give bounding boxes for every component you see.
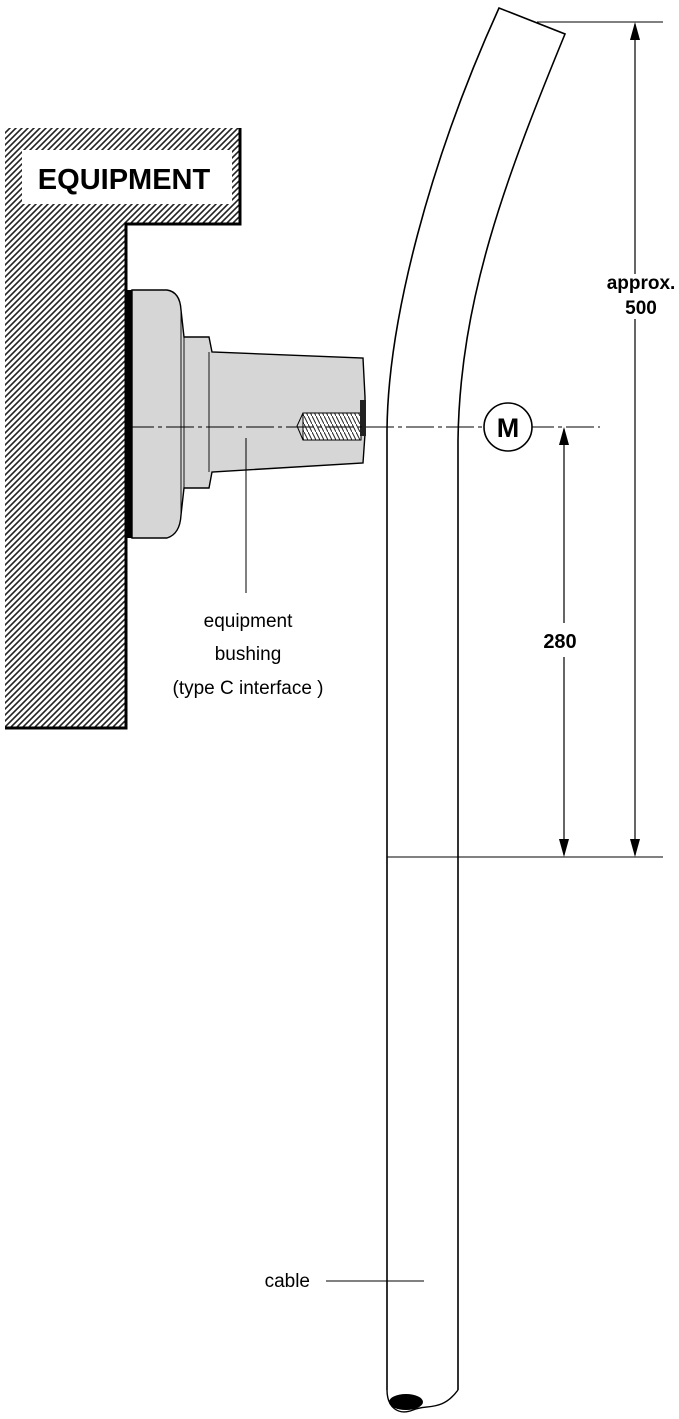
bushing-label-line1: equipment — [204, 611, 293, 632]
bushing-end-plate — [360, 400, 366, 436]
marker-m-label: M — [497, 413, 520, 443]
cable-core — [389, 1394, 423, 1410]
dimension-total: approx. 500 — [607, 22, 676, 857]
equipment-label-box — [22, 150, 232, 204]
equipment-label: EQUIPMENT — [38, 164, 211, 196]
bushing-label-line3: (type C interface ) — [173, 678, 324, 699]
mounting-flange — [126, 290, 132, 538]
bushing-label-line2: bushing — [215, 644, 282, 665]
equipment-bushing — [131, 289, 366, 539]
arrow-down-total — [630, 839, 640, 857]
marker-m: M — [483, 402, 533, 452]
cable — [386, 6, 567, 1413]
arrow-up-partial — [559, 427, 569, 445]
arrow-up-total — [630, 22, 640, 40]
dimension-partial: 280 — [543, 427, 577, 857]
cable-label: cable — [265, 1271, 310, 1292]
dimension-total-line2: 500 — [625, 298, 657, 319]
equipment-wall: EQUIPMENT — [5, 128, 242, 730]
arrow-down-partial — [559, 839, 569, 857]
dimension-total-line1: approx. — [607, 273, 676, 294]
dimension-partial-label: 280 — [543, 631, 576, 653]
